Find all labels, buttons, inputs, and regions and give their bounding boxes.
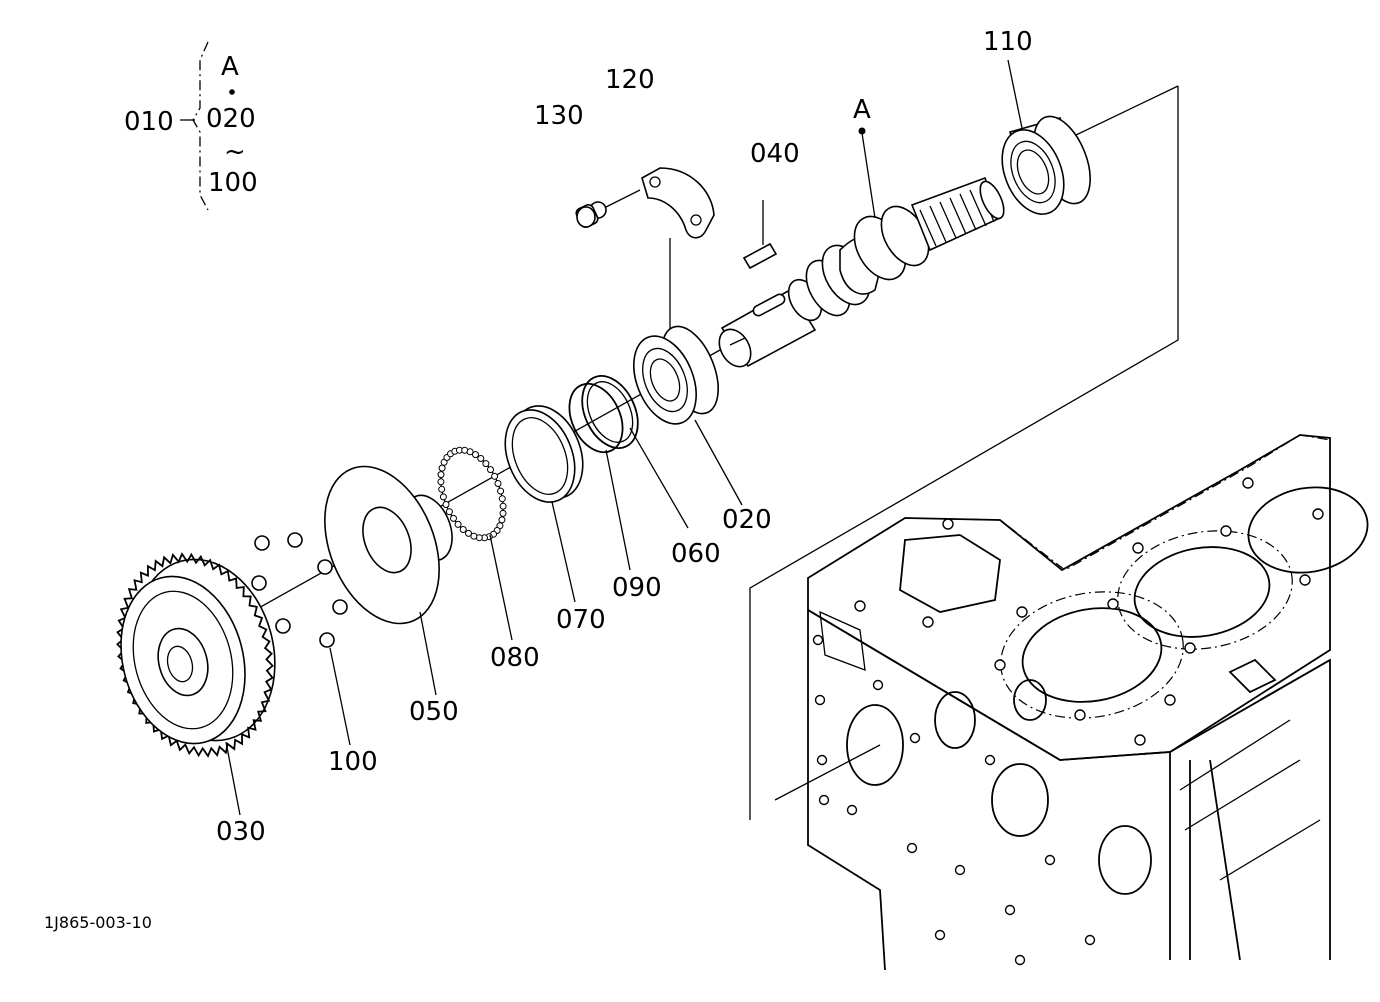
marker-a-label: A (853, 95, 871, 125)
key-part-040 (742, 200, 778, 270)
bolt-part-130 (575, 189, 641, 229)
reference-outline (749, 85, 1179, 820)
callout-080: 080 (490, 643, 540, 673)
callout-030: 030 (216, 817, 266, 847)
bearing-part-110 (1001, 59, 1091, 215)
callout-130: 130 (534, 101, 584, 131)
assembly-axis-to-block (774, 744, 881, 801)
snap-ring-part-060 (581, 375, 689, 529)
snap-ring-part-090 (568, 382, 631, 571)
group-item-100: 100 (208, 168, 258, 198)
callout-020: 020 (722, 505, 772, 535)
callout-100: 100 (328, 747, 378, 777)
callout-110: 110 (983, 27, 1033, 57)
callout-labels: 020 030 040 050 060 070 080 090 100 110 … (216, 27, 1033, 847)
callout-050: 050 (409, 697, 459, 727)
thrust-plate-part-050 (324, 465, 453, 696)
drawing-code: 1J865-003-10 (44, 913, 152, 932)
bushing-part-070 (504, 405, 584, 603)
callout-120: 120 (605, 65, 655, 95)
balls-part-100 (251, 532, 351, 746)
group-bracket: 010 A 020 ~ 100 (124, 41, 258, 211)
gear-part-030 (116, 552, 276, 816)
callout-090: 090 (612, 573, 662, 603)
callout-060: 060 (671, 539, 721, 569)
group-range-separator: ~ (224, 137, 246, 167)
bracket-part-120 (641, 167, 715, 330)
callout-040: 040 (750, 139, 800, 169)
ball-ring-part-080 (437, 446, 513, 641)
group-item-020: 020 (206, 104, 256, 134)
group-item-a: A (221, 52, 239, 82)
callout-070: 070 (556, 605, 606, 635)
engine-block (807, 434, 1369, 971)
camshaft-assembly (718, 127, 1005, 368)
group-label: 010 (124, 107, 174, 137)
bearing-part-020 (633, 325, 743, 506)
